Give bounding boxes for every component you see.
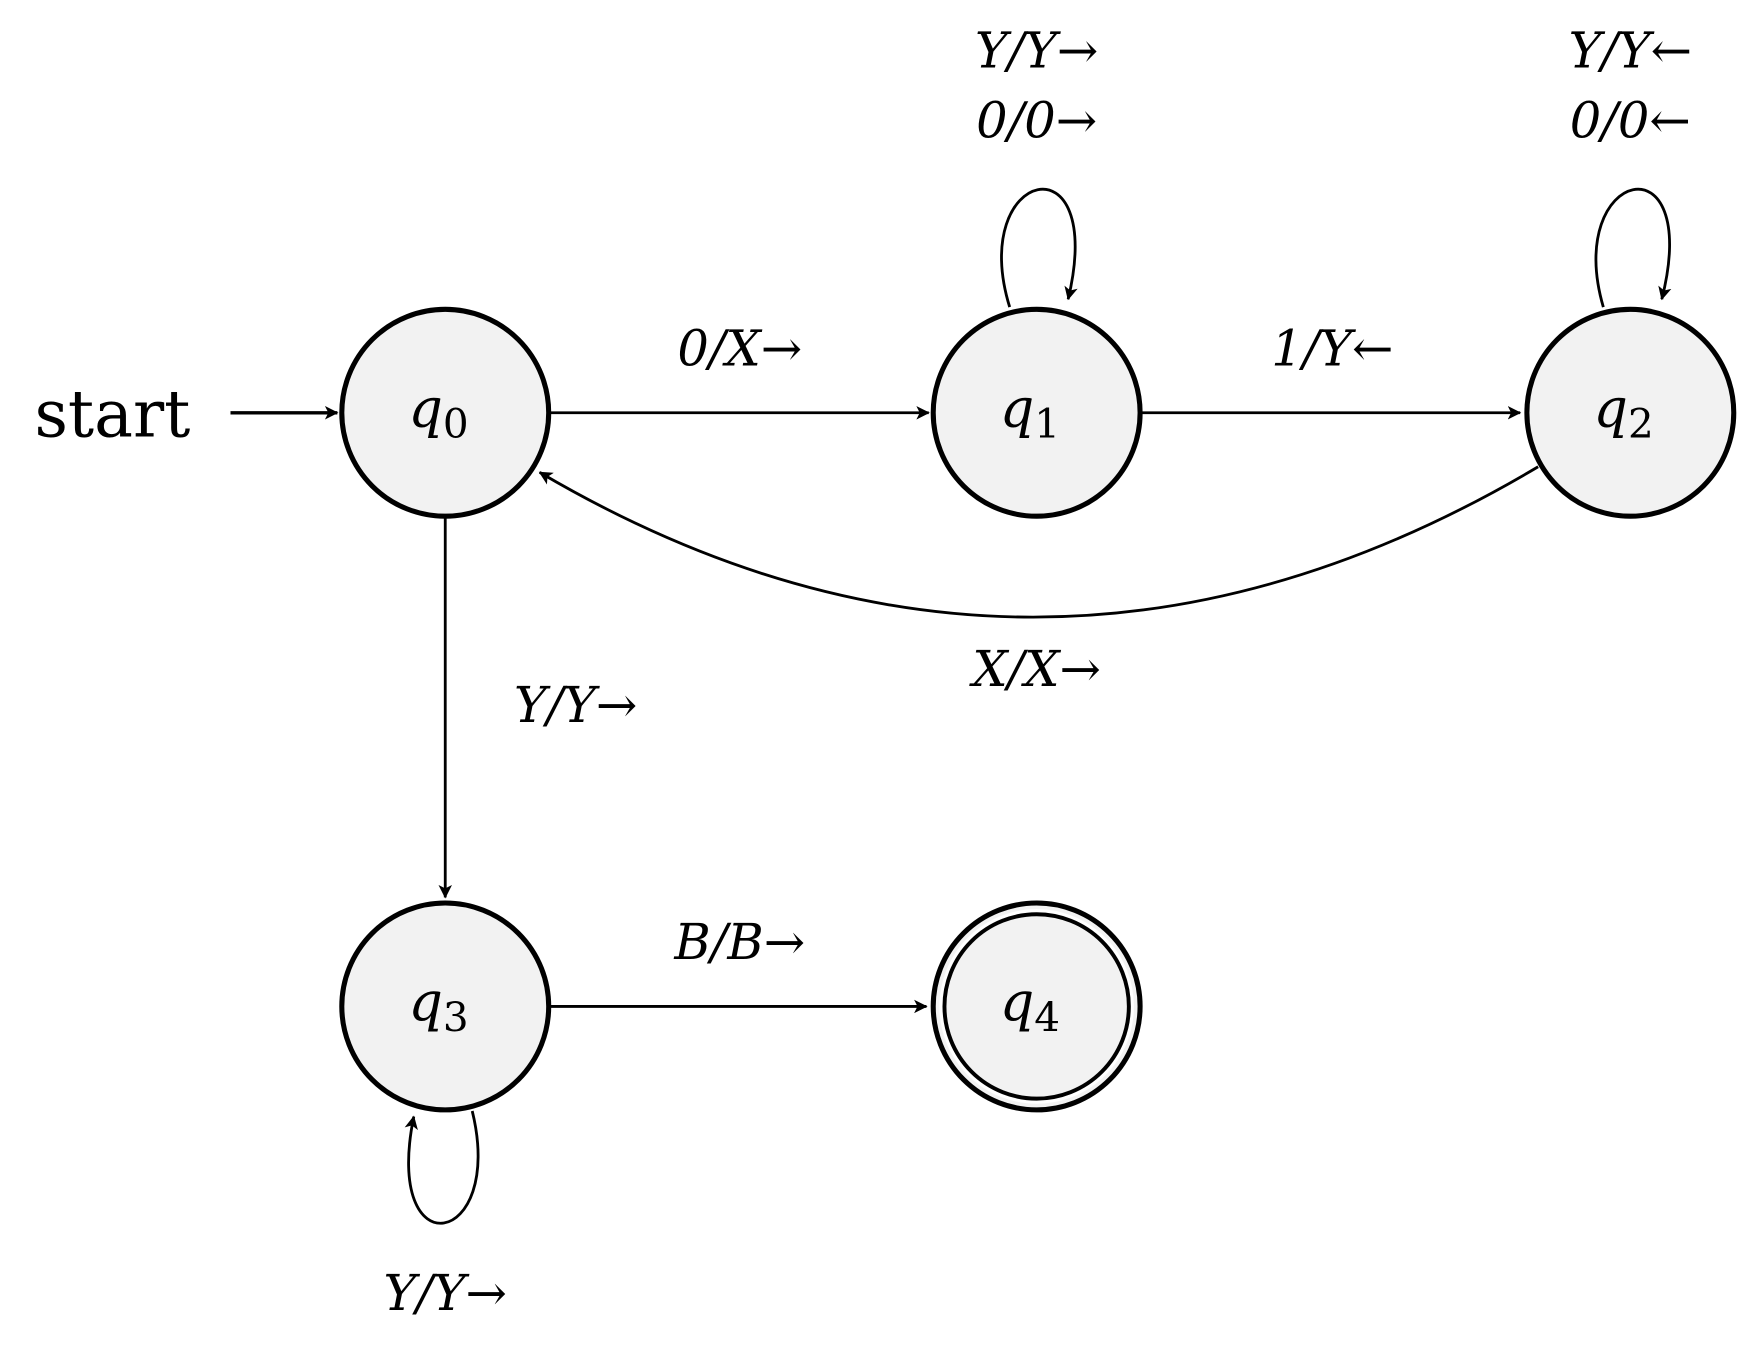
state-label: q0 <box>408 376 468 447</box>
accept-gap <box>939 909 1134 1104</box>
edge-label: B/B→ <box>673 913 805 971</box>
edge-label: Y/Y→ <box>975 22 1098 80</box>
edge-label: 0/X→ <box>677 320 802 378</box>
state-circle <box>1524 306 1737 519</box>
edge-q1-q1 <box>1000 187 1078 308</box>
edge-label: Y/Y→ <box>384 1264 507 1322</box>
start-label: start <box>34 376 190 452</box>
edge-label: Y/Y← <box>1569 22 1692 80</box>
state-q1: q1 <box>930 306 1143 519</box>
state-q3: q3 <box>339 900 552 1113</box>
state-circle <box>930 306 1143 519</box>
accept-ring <box>942 912 1131 1101</box>
state-circle <box>339 306 552 519</box>
edge-label: 1/Y← <box>1271 320 1393 378</box>
edge-q2-q0 <box>538 465 1539 619</box>
edge-label: Y/Y→ <box>514 676 637 734</box>
edge-q2-q2 <box>1594 187 1672 308</box>
edge-label: X/X→ <box>968 640 1101 698</box>
state-label: q2 <box>1593 376 1653 447</box>
state-circle <box>930 900 1143 1113</box>
state-label: q1 <box>1000 376 1060 447</box>
edge-q3-q3 <box>404 1110 480 1225</box>
state-circle <box>339 900 552 1113</box>
state-q0: q0 <box>339 306 552 519</box>
state-label: q4 <box>1000 970 1060 1041</box>
edge-label: 0/0← <box>1570 91 1691 149</box>
state-q2: q2 <box>1524 306 1737 519</box>
state-q4: q4 <box>930 900 1143 1113</box>
edge-label: 0/0→ <box>976 91 1097 149</box>
state-label: q3 <box>408 970 468 1041</box>
